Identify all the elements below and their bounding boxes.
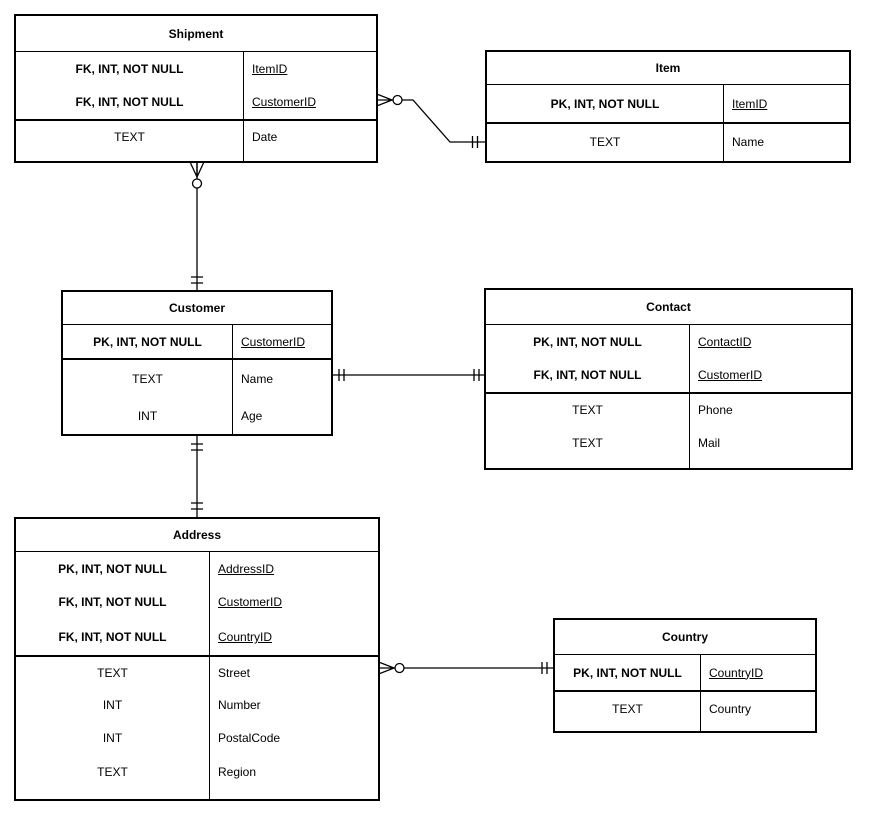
crow-foot-many-icon (189, 162, 205, 178)
column-constraints: TEXT (97, 764, 128, 779)
exactly-one-ticks-icon (473, 369, 480, 381)
column-constraints: TEXT (114, 129, 145, 144)
column-constraints: PK, INT, NOT NULL (58, 561, 167, 576)
table-title: Address (16, 519, 378, 552)
connector-customer-address[interactable] (191, 436, 203, 517)
table-title: Contact (486, 290, 851, 325)
connector-shipment-item[interactable] (377, 93, 485, 149)
column-name: CustomerID (689, 358, 851, 392)
column-constraints: PK, INT, NOT NULL (573, 665, 682, 680)
column-name: Region (209, 755, 378, 788)
column-name: ContactID (689, 325, 851, 358)
column-name: ItemID (243, 52, 376, 85)
column-constraints: FK, INT, NOT NULL (58, 595, 167, 609)
column-constraints: TEXT (572, 403, 603, 417)
zero-circle-icon (392, 94, 403, 106)
column-name: CustomerID (209, 585, 378, 619)
column-constraints: FK, INT, NOT NULL (533, 368, 642, 382)
column-name: CountryID (700, 655, 815, 690)
column-name: PostalCode (209, 721, 378, 755)
column-name: Date (243, 121, 376, 152)
connector-shipment-customer[interactable] (189, 162, 205, 290)
column-constraints: FK, INT, NOT NULL (75, 61, 184, 76)
column-constraints: INT (102, 731, 123, 745)
entity-table-country[interactable]: Country PK, INT, NOT NULL CountryID TEXT… (553, 618, 817, 733)
column-constraints: PK, INT, NOT NULL (550, 96, 660, 111)
column-name: Country (700, 692, 815, 725)
entity-table-item[interactable]: Item PK, INT, NOT NULL ItemID TEXT Name (485, 50, 851, 163)
table-title: Country (555, 620, 815, 655)
column-name: CustomerID (243, 85, 376, 119)
column-name: Street (209, 657, 378, 688)
exactly-one-ticks-icon (541, 662, 548, 674)
exactly-one-ticks-icon (191, 276, 203, 284)
entity-table-customer[interactable]: Customer PK, INT, NOT NULL CustomerID TE… (61, 290, 333, 436)
exactly-one-ticks-icon (191, 443, 203, 451)
column-constraints: PK, INT, NOT NULL (533, 334, 642, 349)
table-title: Customer (63, 292, 331, 325)
column-constraints: PK, INT, NOT NULL (93, 334, 202, 349)
column-name: AddressID (209, 552, 378, 585)
column-name: ItemID (723, 85, 849, 122)
exactly-one-ticks-icon (338, 369, 345, 381)
crow-foot-many-icon (377, 93, 393, 107)
column-constraints: TEXT (97, 665, 128, 680)
connector-address-country[interactable] (379, 661, 553, 675)
table-title: Item (487, 52, 849, 85)
column-constraints: TEXT (589, 134, 621, 149)
column-constraints: FK, INT, NOT NULL (75, 95, 184, 109)
zero-circle-icon (394, 662, 405, 674)
connector-customer-contact[interactable] (333, 369, 484, 381)
column-constraints: INT (102, 697, 123, 712)
column-name: CountryID (209, 619, 378, 655)
column-constraints: FK, INT, NOT NULL (58, 630, 167, 644)
column-name: Age (232, 398, 331, 434)
exactly-one-ticks-icon (191, 502, 203, 510)
column-constraints: INT (137, 409, 158, 423)
column-name: Name (723, 124, 849, 159)
column-constraints: TEXT (132, 372, 163, 386)
column-constraints: TEXT (612, 701, 643, 716)
column-name: Number (209, 688, 378, 721)
exactly-one-ticks-icon (471, 136, 479, 148)
column-name: Phone (689, 394, 851, 426)
entity-table-shipment[interactable]: Shipment FK, INT, NOT NULL ItemID FK, IN… (14, 14, 378, 163)
table-title: Shipment (16, 16, 376, 52)
column-name: Mail (689, 426, 851, 460)
entity-table-address[interactable]: Address PK, INT, NOT NULL AddressID FK, … (14, 517, 380, 801)
column-name: CustomerID (232, 325, 331, 358)
column-constraints: TEXT (572, 436, 603, 450)
zero-circle-icon (191, 178, 203, 189)
column-name: Name (232, 360, 331, 398)
crow-foot-many-icon (379, 661, 395, 675)
entity-table-contact[interactable]: Contact PK, INT, NOT NULL ContactID FK, … (484, 288, 853, 470)
